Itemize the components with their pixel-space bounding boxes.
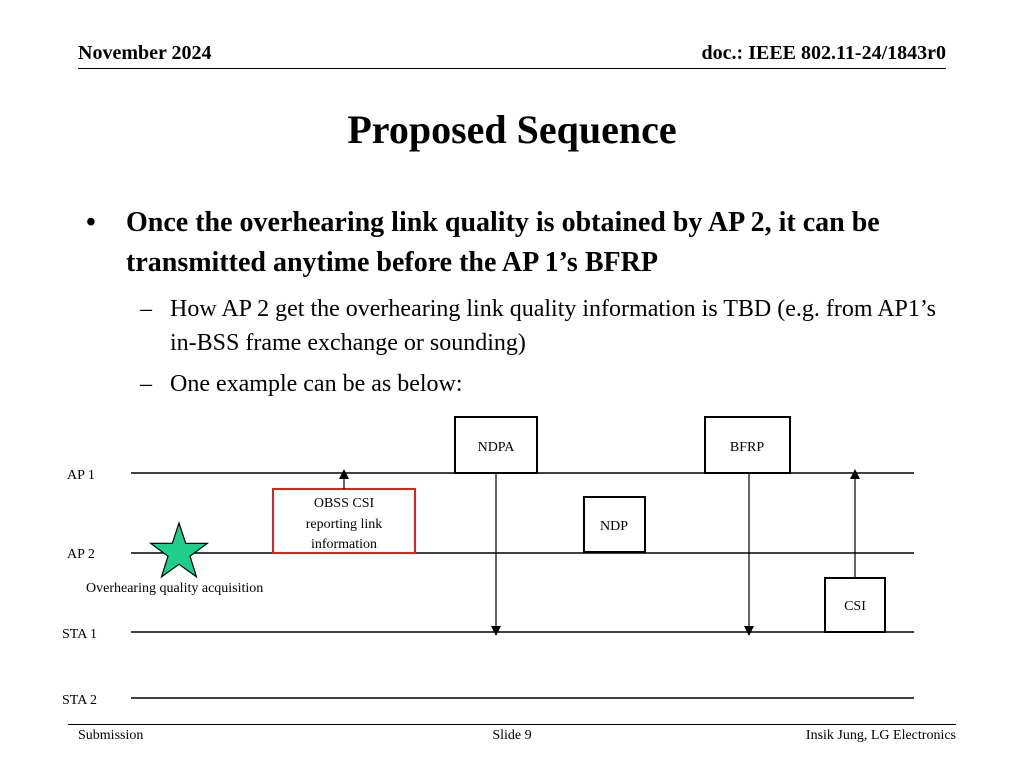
obss-csi-label-line3: information	[311, 537, 377, 552]
footer-submission: Submission	[78, 728, 144, 743]
ndpa-frame	[454, 416, 538, 474]
star-icon	[148, 521, 210, 579]
csi-label: CSI	[844, 599, 866, 614]
header-doc-id: doc.: IEEE 802.11-24/1843r0	[701, 42, 946, 64]
main-bullet-text: Once the overhearing link quality is obt…	[126, 207, 880, 278]
ap2-label: AP 2	[67, 547, 95, 562]
sub-bullet-marker: –	[140, 296, 152, 322]
ndp-label: NDP	[600, 519, 628, 534]
bullet-marker: •	[86, 207, 96, 238]
sta2-label: STA 2	[62, 693, 97, 708]
ndp-frame	[583, 496, 646, 553]
bfrp-label: BFRP	[730, 440, 764, 455]
bfrp-frame	[704, 416, 791, 474]
ap1-label: AP 1	[67, 468, 95, 483]
ndpa-label: NDPA	[478, 440, 516, 455]
obss-csi-label-line2: reporting link	[306, 517, 383, 532]
obss-csi-frame	[272, 488, 416, 554]
footer-divider	[68, 724, 956, 725]
footer-author: Insik Jung, LG Electronics	[805, 728, 956, 743]
sub-bullet-1-text: How AP 2 get the overhearing link qualit…	[170, 296, 936, 356]
header-divider	[78, 68, 946, 69]
sta1-label: STA 1	[62, 627, 97, 642]
sub-bullet-marker: –	[140, 371, 152, 397]
sub-bullet-2-text: One example can be as below:	[170, 371, 463, 397]
overhearing-annotation: Overhearing quality acquisition	[86, 581, 263, 596]
csi-frame	[824, 577, 886, 633]
footer-slide-number: Slide 9	[492, 728, 532, 743]
header-date: November 2024	[78, 42, 212, 64]
slide-title: Proposed Sequence	[347, 107, 677, 152]
obss-csi-label-line1: OBSS CSI	[314, 496, 375, 511]
